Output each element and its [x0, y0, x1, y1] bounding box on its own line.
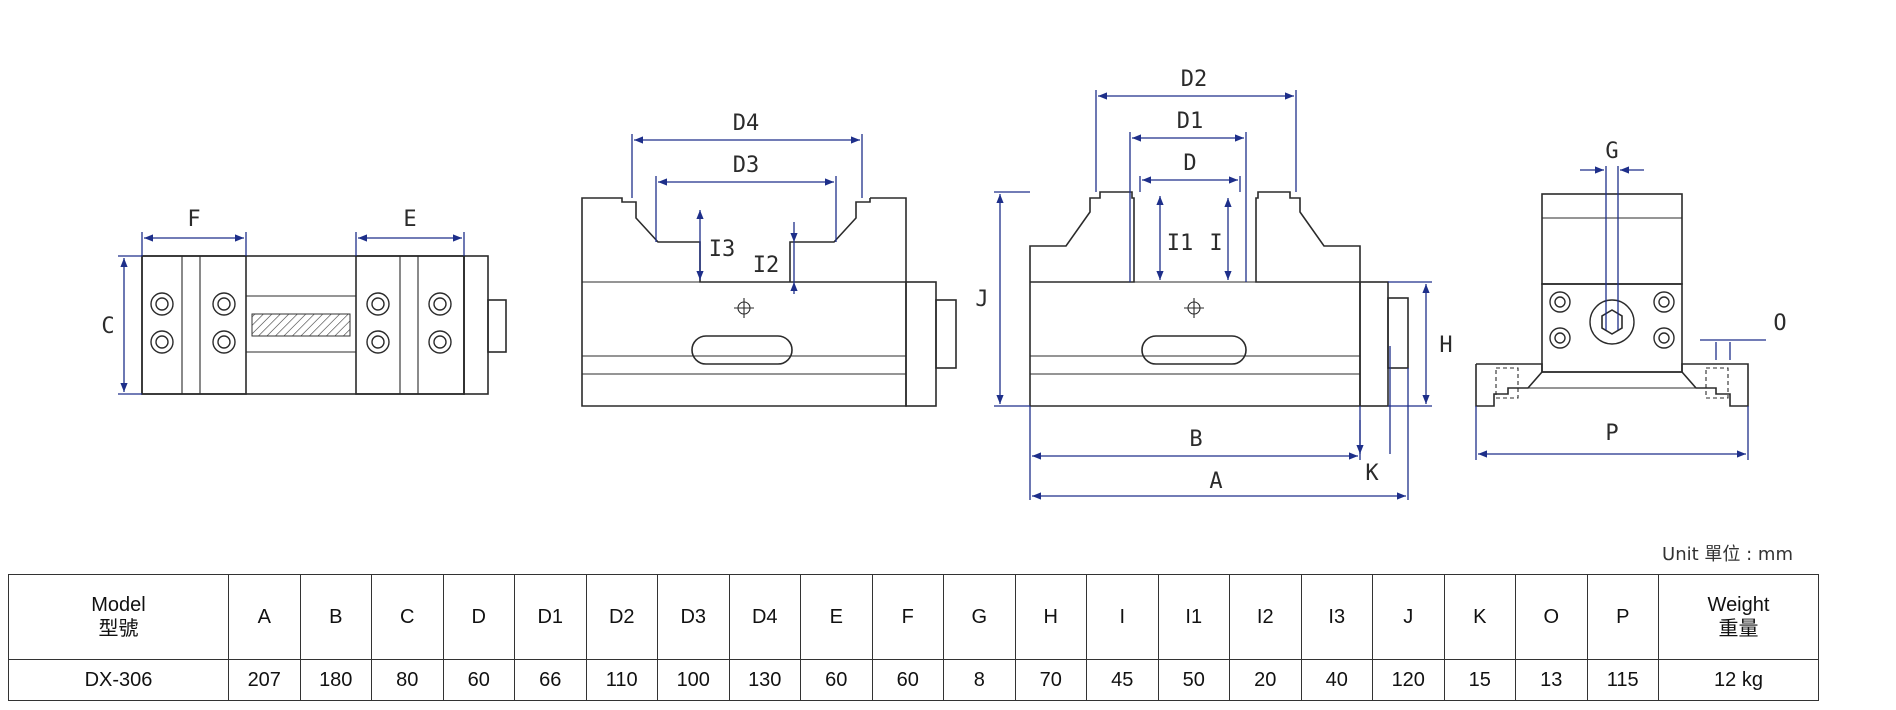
value-cell-G: 8 — [943, 659, 1016, 701]
label-B: B — [1189, 427, 1202, 452]
col-header-D4: D4 — [728, 574, 801, 660]
value-cell-I1: 50 — [1157, 659, 1230, 701]
value-cell-P: 115 — [1586, 659, 1659, 701]
label-F: F — [187, 207, 200, 232]
weight-header-en: Weight — [1707, 594, 1770, 616]
table-row: DX-306 207 180 80 60 66 110 100 130 60 6… — [8, 659, 1819, 701]
col-header-I: I — [1086, 574, 1159, 660]
col-header-P: P — [1586, 574, 1659, 660]
label-I1: I1 — [1167, 231, 1194, 256]
label-I: I — [1209, 231, 1222, 256]
label-K: K — [1365, 461, 1379, 486]
technical-drawing: F E C D4 D3 I3 I2 — [101, 67, 1787, 500]
label-P: P — [1605, 421, 1618, 446]
col-header-K: K — [1443, 574, 1516, 660]
value-cell-F: 60 — [871, 659, 944, 701]
col-header-D: D — [442, 574, 515, 660]
model-cell: DX-306 — [8, 659, 229, 701]
label-C: C — [101, 314, 114, 339]
col-header-A: A — [228, 574, 301, 660]
value-cell-I2: 20 — [1229, 659, 1302, 701]
col-header-I1: I1 — [1157, 574, 1230, 660]
col-header-G: G — [943, 574, 1016, 660]
value-cell-H: 70 — [1014, 659, 1087, 701]
label-E: E — [403, 207, 416, 232]
value-cell-K: 15 — [1443, 659, 1516, 701]
label-D2: D2 — [1181, 67, 1208, 92]
label-I3: I3 — [709, 237, 736, 262]
label-D3: D3 — [733, 153, 760, 178]
weight-cell: 12 kg — [1658, 659, 1819, 701]
label-I2: I2 — [753, 253, 780, 278]
model-header: Model 型號 — [8, 574, 229, 660]
unit-label: Unit 單位 : mm — [1662, 544, 1793, 565]
value-cell-D: 60 — [442, 659, 515, 701]
label-D: D — [1183, 151, 1196, 176]
col-header-D3: D3 — [657, 574, 730, 660]
value-cell-C: 80 — [371, 659, 444, 701]
side-view: D2 D1 D I1 I J H B A K — [975, 67, 1453, 500]
value-cell-D4: 130 — [728, 659, 801, 701]
value-cell-B: 180 — [299, 659, 372, 701]
label-O: O — [1773, 311, 1786, 336]
spec-table: Model 型號 A B C D D1 D2 D3 D4 E F G H I I… — [8, 574, 1819, 701]
value-cell-D1: 66 — [514, 659, 587, 701]
weight-header: Weight 重量 — [1658, 574, 1819, 660]
col-header-H: H — [1014, 574, 1087, 660]
col-header-D1: D1 — [514, 574, 587, 660]
label-G: G — [1605, 139, 1618, 164]
label-D1: D1 — [1177, 109, 1204, 134]
value-cell-A: 207 — [228, 659, 301, 701]
value-cell-J: 120 — [1372, 659, 1445, 701]
label-A: A — [1209, 469, 1222, 494]
table-header-row: Model 型號 A B C D D1 D2 D3 D4 E F G H I I… — [8, 574, 1819, 660]
col-header-I3: I3 — [1300, 574, 1373, 660]
label-J: J — [975, 287, 988, 312]
label-D4: D4 — [733, 111, 760, 136]
col-header-O: O — [1515, 574, 1588, 660]
value-cell-D2: 110 — [585, 659, 658, 701]
label-H: H — [1439, 333, 1452, 358]
model-header-en: Model — [91, 594, 146, 616]
col-header-F: F — [871, 574, 944, 660]
weight-header-zh: 重量 — [1718, 618, 1759, 640]
value-cell-D3: 100 — [657, 659, 730, 701]
value-cell-I3: 40 — [1300, 659, 1373, 701]
value-cell-I: 45 — [1086, 659, 1159, 701]
col-header-J: J — [1372, 574, 1445, 660]
model-header-zh: 型號 — [98, 618, 139, 640]
col-header-E: E — [800, 574, 873, 660]
top-view: F E C — [101, 207, 507, 395]
value-cell-O: 13 — [1515, 659, 1588, 701]
col-header-B: B — [299, 574, 372, 660]
front-view: D4 D3 I3 I2 — [581, 111, 957, 407]
col-header-C: C — [371, 574, 444, 660]
col-header-I2: I2 — [1229, 574, 1302, 660]
value-cell-E: 60 — [800, 659, 873, 701]
col-header-D2: D2 — [585, 574, 658, 660]
end-view: G O P — [1475, 139, 1787, 460]
